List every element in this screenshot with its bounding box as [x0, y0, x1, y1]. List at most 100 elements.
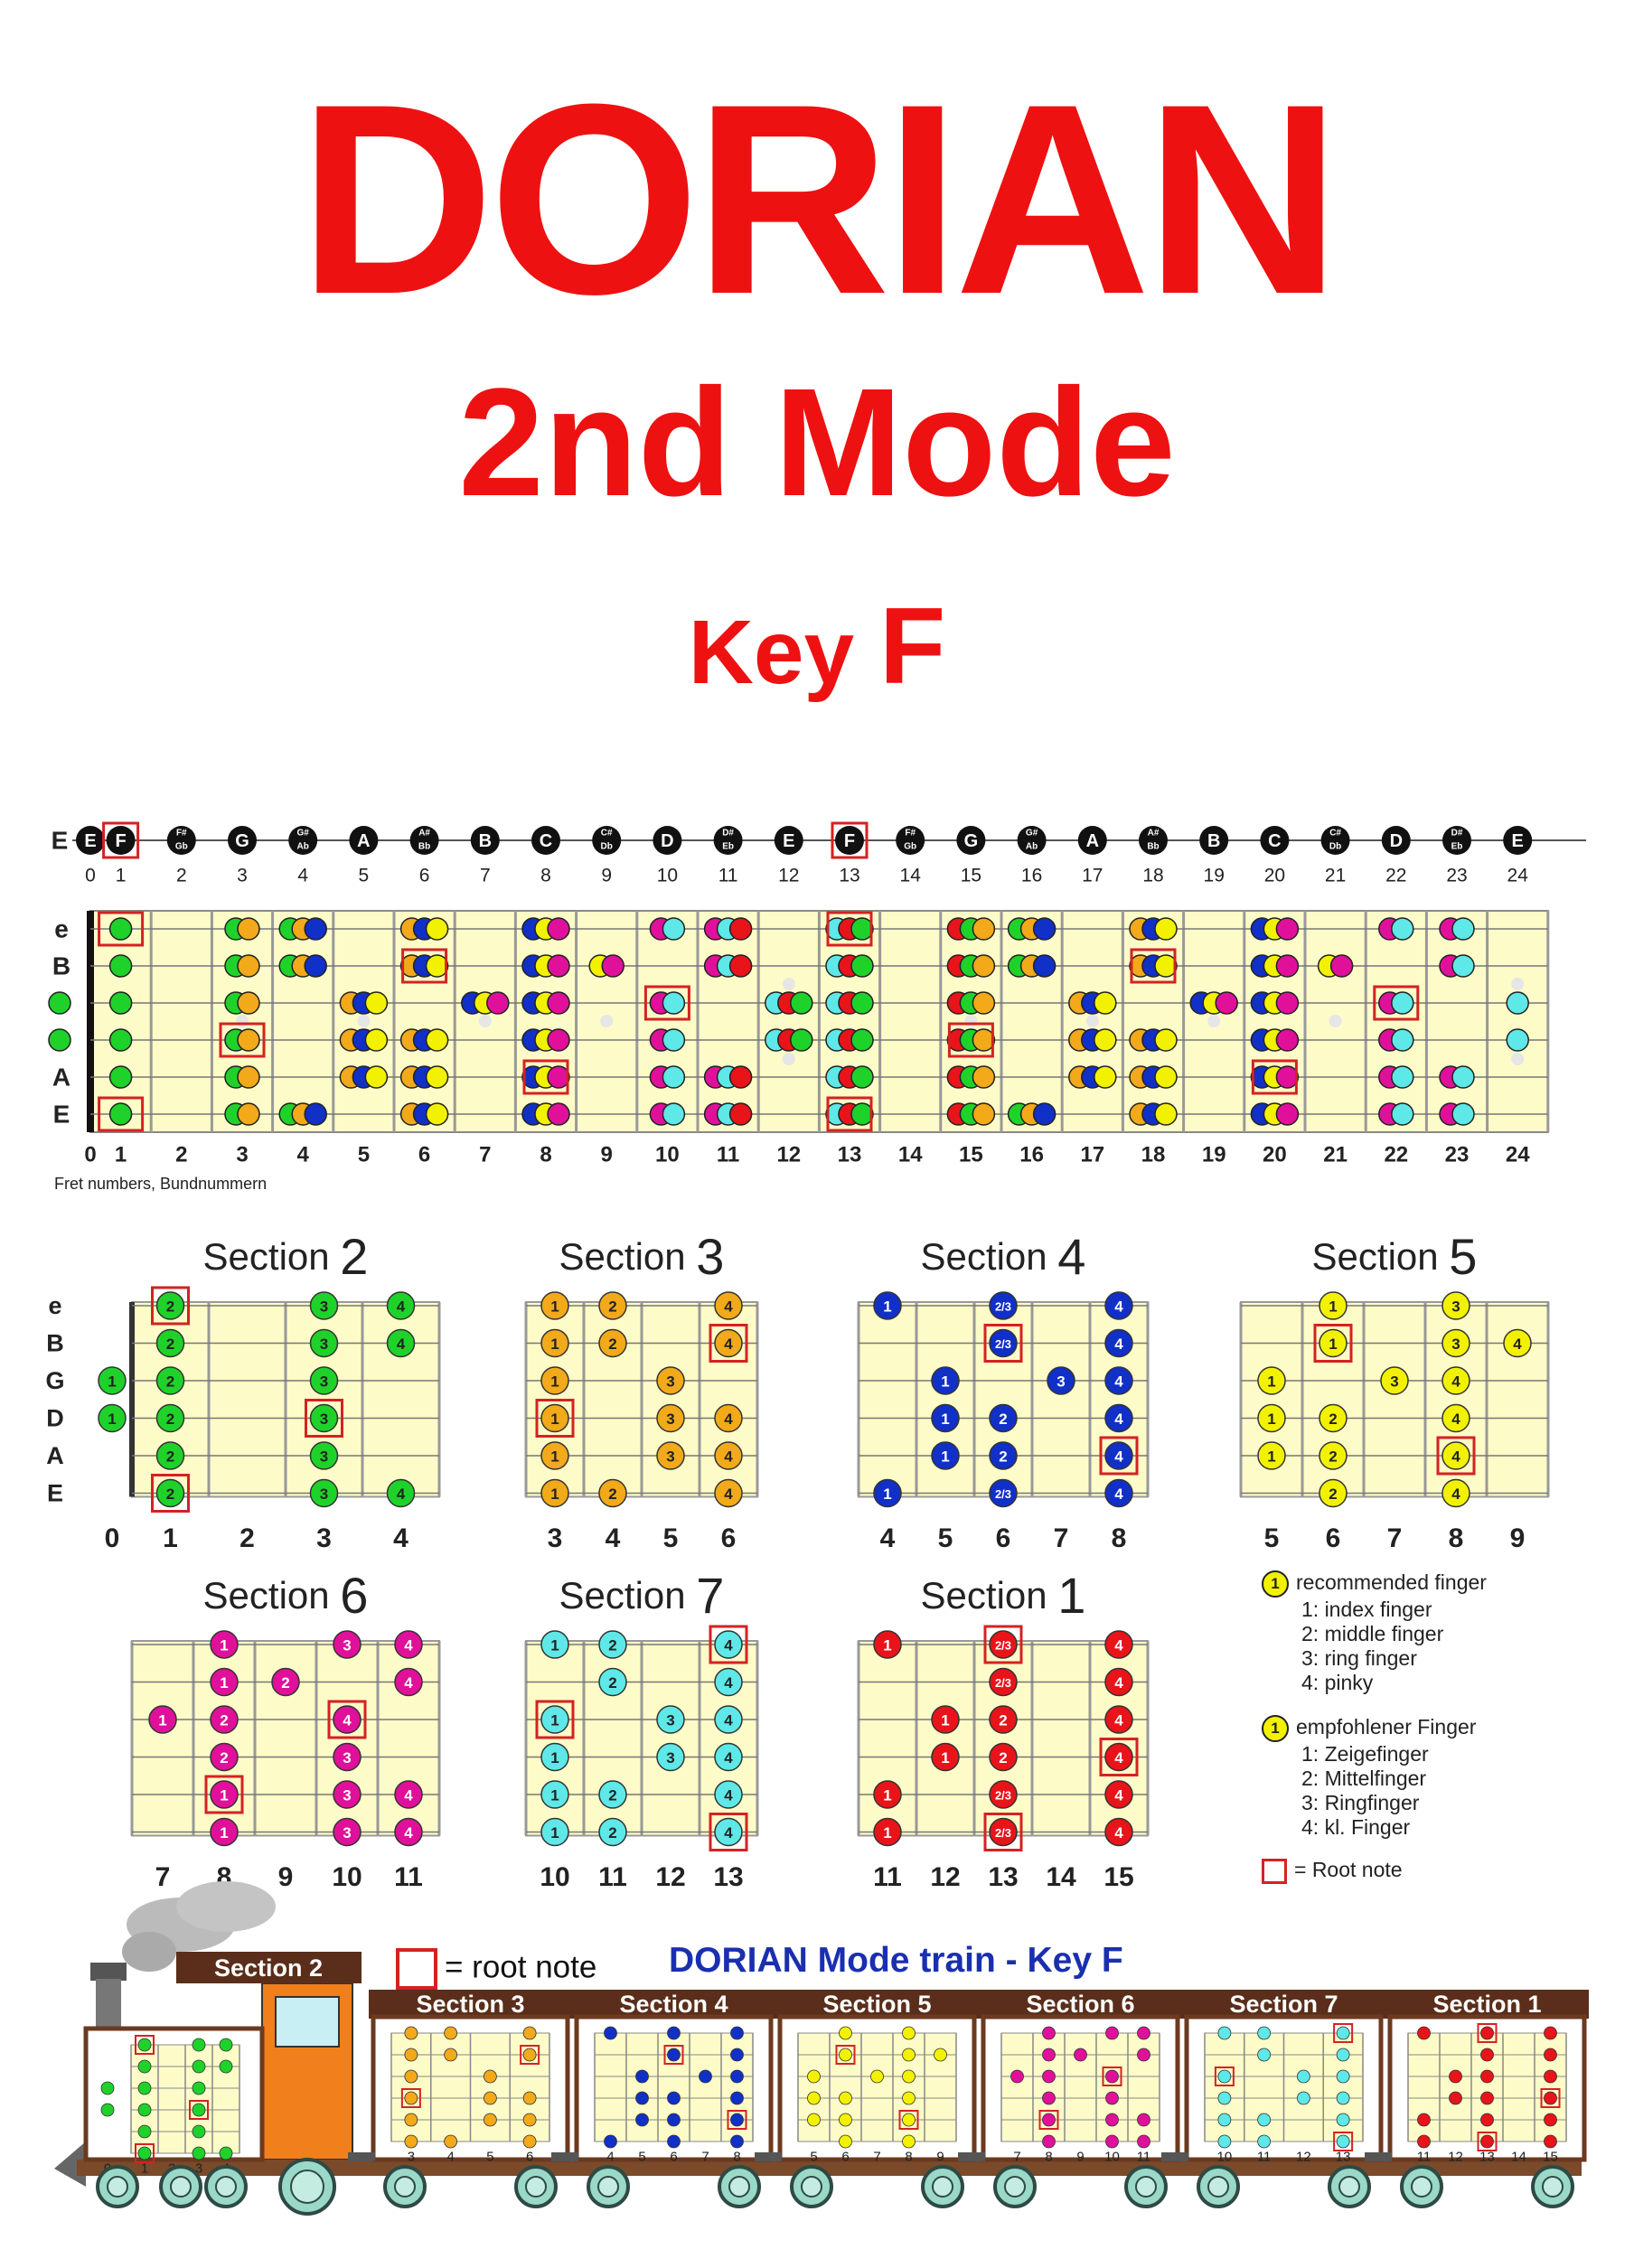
- full-note-s5-f11-2: [728, 1102, 753, 1126]
- section-2-nut: [129, 1302, 135, 1497]
- section-6-fret-number-9: 9: [278, 1862, 294, 1892]
- section-2-finger-label: 2: [166, 1448, 174, 1466]
- mini-dot-3: [404, 2069, 418, 2084]
- mini-dot-1: [1449, 2069, 1462, 2084]
- note-circle-8: [531, 826, 560, 855]
- note-name-14-b: Gb: [904, 842, 916, 852]
- mini-dot-5: [839, 2091, 852, 2105]
- note-name-12: E: [783, 831, 794, 851]
- section-1-finger-dot: [931, 1705, 960, 1734]
- fret-number-2: 2: [175, 1143, 187, 1167]
- note-name-3: G: [235, 831, 249, 851]
- fret-number-15: 15: [959, 1143, 983, 1167]
- full-root-box-s0-f13: [826, 911, 873, 947]
- full-note-s3-f22-1: [1391, 1028, 1414, 1052]
- fret-number-1: 1: [115, 1143, 127, 1167]
- section-5-finger-label: 4: [1513, 1335, 1522, 1353]
- full-note-s5-f4-2: [304, 1102, 327, 1126]
- section-6-finger-dot: [333, 1742, 362, 1772]
- full-note-s0-f3-1: [237, 917, 260, 941]
- section-1-finger-label: 2: [999, 1712, 1007, 1729]
- mini-dot-4: [730, 2134, 744, 2149]
- section-1-finger-label: 2/3: [995, 1789, 1011, 1803]
- section-3-finger-dot: [656, 1441, 685, 1470]
- mini-dot-3: [483, 2069, 497, 2084]
- section-4-fret-number-6: 6: [996, 1523, 1011, 1553]
- section-5-root-box: [1436, 1436, 1476, 1476]
- section-5-finger-dot: [1380, 1366, 1409, 1395]
- section-6-finger-label: 3: [343, 1787, 351, 1804]
- mini-root-4: [727, 2110, 747, 2130]
- section-4-finger-label: 1: [941, 1373, 949, 1391]
- full-note-s3-f24-0: [1506, 1028, 1529, 1052]
- full-note-s2-f3-1: [237, 991, 260, 1015]
- section-5-finger-dot: [1257, 1403, 1286, 1433]
- full-note-s1-f18-2: [1154, 954, 1178, 978]
- fret-number-7: 7: [479, 1143, 491, 1167]
- full-note-s2-f7-2: [486, 991, 510, 1015]
- section-2-finger-dot: [155, 1441, 185, 1470]
- section-2-finger-label: 3: [320, 1335, 328, 1353]
- mini-dot-7: [1257, 2048, 1272, 2062]
- mini-root-7: [1333, 2132, 1354, 2151]
- full-root-box-s3-f3: [219, 1022, 266, 1058]
- section-4-root-box: [1099, 1436, 1139, 1476]
- note-name-23: D#: [1451, 829, 1463, 839]
- section-3-finger-dot: [714, 1441, 743, 1470]
- full-note-s5-f10-1: [662, 1102, 686, 1126]
- note-name-13: F: [844, 831, 855, 851]
- full-note-s4-f18-2: [1154, 1065, 1178, 1089]
- section-6-finger-label: 4: [404, 1637, 413, 1654]
- full-note-s2-f0-0: [48, 991, 71, 1015]
- section-1-finger-dot: [1104, 1817, 1133, 1847]
- section-7-finger-label: 4: [724, 1637, 733, 1654]
- section-2-finger-dot: [309, 1478, 339, 1508]
- section-4-finger-label: 4: [1114, 1410, 1123, 1428]
- mini-fret-number-4-5: 5: [638, 2150, 645, 2165]
- section-7-finger-dot: [656, 1742, 685, 1772]
- section-2-finger-label: 4: [397, 1485, 406, 1503]
- mini-dot-7: [1217, 2069, 1232, 2084]
- note-name-9-b: Db: [601, 842, 613, 852]
- section-5-finger-dot: [1257, 1366, 1286, 1395]
- section-4-finger-label: 1: [941, 1410, 949, 1428]
- mini-root-5: [835, 2045, 856, 2065]
- section-2-fret-number-2: 2: [239, 1523, 255, 1553]
- wheel-hub-6-0: [1004, 2176, 1026, 2198]
- section-7-finger-label: 4: [724, 1749, 733, 1767]
- mini-fret-number-6-9: 9: [1076, 2150, 1084, 2165]
- section-6-finger-dot: [271, 1667, 300, 1697]
- section-6-finger-dot: [394, 1817, 423, 1847]
- note-name-24: E: [1512, 831, 1524, 851]
- section-5-finger-label: 1: [1267, 1448, 1275, 1466]
- section-5-finger-dot: [1257, 1441, 1286, 1470]
- wheel-hub-6-1: [1135, 2176, 1157, 2198]
- mini-dot-4: [730, 2113, 744, 2127]
- full-note-s3-f17-2: [1094, 1028, 1117, 1052]
- mini-dot-5: [839, 2048, 852, 2062]
- section-7-finger-label: 2: [608, 1787, 616, 1804]
- note-name-11: D#: [722, 829, 734, 839]
- mini-dot-5: [839, 2134, 852, 2149]
- section-2-finger-label: 4: [397, 1298, 406, 1316]
- fret-caption: Fret numbers, Bundnummern: [54, 1175, 267, 1193]
- train-car-label-4: Section 5: [822, 1991, 931, 2018]
- section-5-finger-dot: [1319, 1291, 1348, 1320]
- mini-dot-2: [137, 2103, 152, 2117]
- note-fret-number-11: 11: [718, 866, 738, 886]
- section-4-finger-dot: [1104, 1441, 1133, 1470]
- section-5-finger-label: 3: [1451, 1298, 1460, 1316]
- mini-dot-1: [1480, 2091, 1494, 2105]
- section-3-root-box: [535, 1399, 575, 1438]
- full-root-box-s1-f18: [1130, 948, 1177, 984]
- section-1-finger-dot: [1104, 1780, 1133, 1809]
- section-2-finger-dot: [309, 1328, 339, 1358]
- coupler-3: [348, 2152, 375, 2161]
- section-5-finger-dot: [1441, 1291, 1470, 1320]
- section-7-finger-dot: [714, 1742, 743, 1772]
- section-7-finger-label: 4: [724, 1674, 733, 1692]
- section-2-root-box: [151, 1286, 190, 1326]
- section-1-fret-number-11: 11: [873, 1862, 902, 1892]
